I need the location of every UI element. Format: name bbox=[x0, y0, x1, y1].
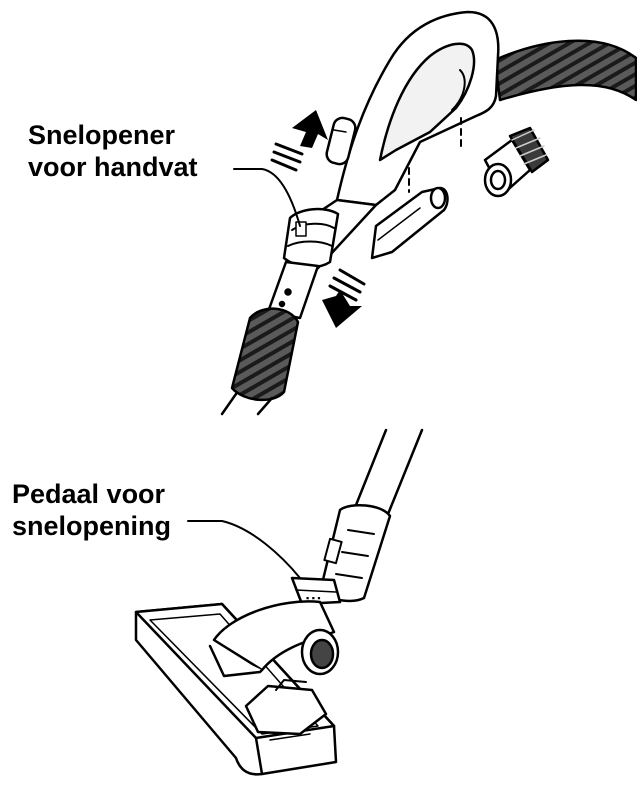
handle-assembly bbox=[220, 10, 637, 416]
telescopic-tube bbox=[220, 198, 378, 416]
pedal-release-callout-line2: snelopening bbox=[12, 511, 172, 541]
flexible-hose bbox=[493, 39, 637, 102]
handle-release-callout-line2: voor handvat bbox=[28, 152, 198, 182]
floor-nozzle-head bbox=[134, 600, 340, 776]
floor-tube bbox=[318, 428, 424, 603]
pedal-release-callout-line1: Pedaal voor bbox=[12, 479, 166, 509]
handle-release-callout: Snelopener voor handvat bbox=[28, 119, 198, 183]
arrow-up-icon bbox=[270, 110, 328, 172]
quick-release-pedal: ▪ ▪ ▪ bbox=[290, 576, 342, 606]
floor-nozzle-assembly: ▪ ▪ ▪ bbox=[134, 428, 424, 776]
handle-release-callout-line1: Snelopener bbox=[28, 120, 176, 150]
svg-text:▪ ▪ ▪: ▪ ▪ ▪ bbox=[306, 593, 321, 603]
handle-release-leader bbox=[233, 168, 301, 227]
arrow-down-icon bbox=[322, 268, 366, 328]
handle-grip bbox=[325, 10, 500, 207]
pedal-release-callout: Pedaal voor snelopening bbox=[12, 478, 171, 542]
crevice-nozzle bbox=[370, 186, 449, 260]
pedal-release-leader bbox=[187, 520, 301, 579]
dusting-brush bbox=[483, 126, 550, 198]
